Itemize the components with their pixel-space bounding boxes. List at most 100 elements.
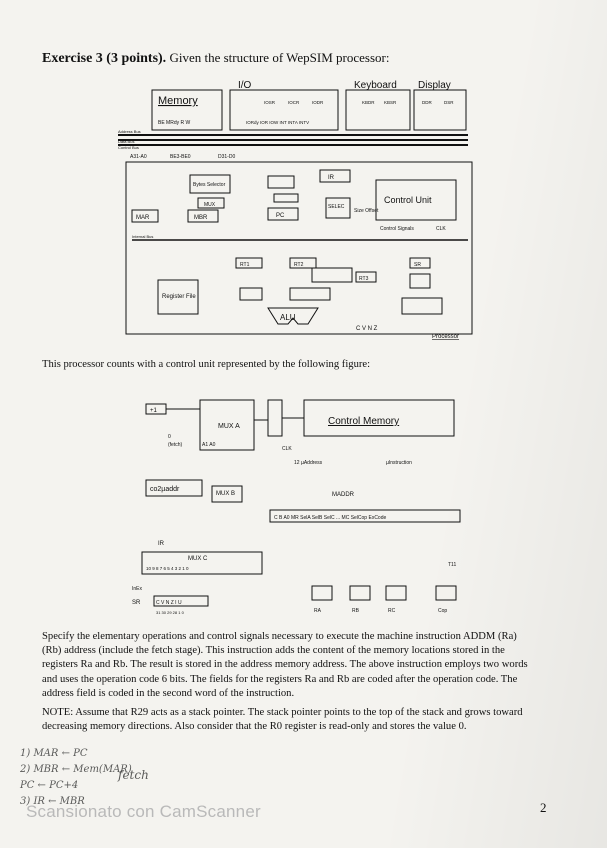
mux-rc bbox=[385, 585, 407, 601]
a1a0-label: A1 A0 bbox=[202, 442, 216, 448]
co2uaddr-block bbox=[145, 479, 203, 497]
mux-cop bbox=[435, 585, 457, 601]
mux-a-label: MUX A bbox=[218, 423, 240, 430]
sr-bits: C V N Z I U bbox=[156, 600, 182, 606]
register-file-block bbox=[157, 279, 199, 315]
co2uaddr-label: co2µaddr bbox=[150, 486, 180, 493]
processor-label: Processor bbox=[432, 334, 459, 340]
control-bus-label: Control Bus bbox=[118, 145, 139, 150]
mux-a-block bbox=[199, 399, 255, 451]
io-reg-2: IODR bbox=[312, 100, 324, 105]
mux-m7-block bbox=[409, 273, 431, 289]
control-unit-label: Control Unit bbox=[384, 195, 432, 205]
memory-block bbox=[151, 89, 223, 131]
exercise-intro: Given the structure of WepSIM processor: bbox=[169, 50, 390, 65]
note-line-1: NOTE: Assume that R29 acts as a stack po… bbox=[42, 707, 523, 718]
task-line-1: Specify the elementary operations and co… bbox=[42, 631, 517, 642]
mem-signals: BE MRdy R W bbox=[158, 120, 191, 126]
mux-m1-block bbox=[197, 197, 225, 209]
note-line-2: decreasing memory directions. Also consi… bbox=[42, 721, 467, 733]
io-signals: IORdy IOR IOW INT INTA INTV bbox=[246, 120, 309, 125]
uinstruction-label: µInstruction bbox=[386, 460, 412, 466]
out-cop: Cop bbox=[438, 608, 447, 614]
internal-bus-label: Internal Bus bbox=[132, 234, 153, 239]
sr-bit-numbers: 31 30 29 28 1 0 bbox=[156, 610, 185, 615]
selec-ir-block bbox=[325, 197, 351, 219]
mux-b-label: MUX B bbox=[216, 491, 235, 497]
register-file-label: Register File bbox=[162, 294, 196, 300]
io-label: I/O bbox=[238, 80, 252, 91]
sr-block bbox=[153, 595, 209, 607]
pc-label: PC bbox=[276, 213, 285, 219]
bytes-selector-block bbox=[189, 174, 231, 194]
disp-reg-0: DDR bbox=[422, 100, 432, 105]
data-range: D31-D0 bbox=[218, 154, 235, 160]
paragraph-control-unit: This processor counts with a control uni… bbox=[42, 359, 371, 370]
kb-reg-0: KBDR bbox=[362, 100, 375, 105]
page-number: 2 bbox=[540, 800, 547, 815]
rt1-block bbox=[235, 257, 263, 269]
inex-label: InEx bbox=[132, 586, 143, 592]
sr-label: SR bbox=[132, 600, 141, 606]
control-unit-block bbox=[375, 179, 457, 221]
size-offset-label: Size Offset bbox=[354, 208, 379, 214]
plus-one-label: +1 bbox=[150, 408, 158, 414]
task-line-2: (Rb) address (include the fetch stage). … bbox=[42, 645, 505, 657]
io-reg-0: IOSR bbox=[264, 100, 276, 105]
uaddress-label: 12 µAddress bbox=[294, 460, 323, 466]
display-block bbox=[413, 89, 467, 131]
clk-label: CLK bbox=[282, 446, 292, 452]
mux-c-inputs: 10 9 8 7 6 5 4 3 2 1 0 bbox=[146, 566, 189, 571]
sr-label: SR bbox=[414, 262, 421, 268]
task-paragraph: Specify the elementary operations and co… bbox=[42, 630, 554, 701]
uinstruction-register bbox=[269, 509, 461, 523]
bytes-selector-label: Bytes Selector bbox=[193, 182, 226, 188]
mux-ma-block bbox=[239, 287, 263, 301]
io-block bbox=[229, 89, 339, 131]
selec-selp-block bbox=[401, 297, 443, 315]
mar-block bbox=[131, 209, 159, 223]
plus4-block bbox=[267, 175, 295, 189]
maddr-label: MADDR bbox=[332, 492, 355, 498]
handwritten-note-3: PC ← PC+4 bbox=[20, 780, 79, 791]
selec-label: SELEC bbox=[328, 204, 345, 210]
clk-label: CLK bbox=[436, 226, 446, 232]
out-rc: RC bbox=[388, 608, 396, 614]
rt2-block bbox=[289, 257, 317, 269]
keyboard-block bbox=[345, 89, 411, 131]
handwritten-note-2: 2) MBR ← Mem(MAR) bbox=[20, 764, 132, 775]
disp-reg-1: DSR bbox=[444, 100, 454, 105]
camscanner-watermark: Scansionato con CamScanner bbox=[26, 802, 261, 821]
mux-ra bbox=[311, 585, 333, 601]
fetch-label: (fetch) bbox=[168, 442, 183, 448]
mux-c-label: MUX C bbox=[188, 556, 208, 562]
address-bus-label: Address Bus bbox=[118, 129, 141, 134]
display-label: Display bbox=[418, 80, 451, 91]
handwritten-fetch: fetch bbox=[118, 768, 149, 782]
constants-block bbox=[311, 267, 353, 283]
flags-label: C V N Z bbox=[356, 326, 378, 332]
mux-rb bbox=[349, 585, 371, 601]
be-range: BE3-BE0 bbox=[170, 154, 191, 160]
task-line-3: registers Ra and Rb. The result is store… bbox=[42, 659, 528, 671]
fetch-zero: 0 bbox=[168, 434, 171, 440]
sr-block bbox=[409, 257, 431, 269]
control-unit-diagram: +1 MUX A A1 A0 0 (fetch) Control Memory … bbox=[132, 399, 461, 615]
exercise-label: Exercise 3 (3 points). bbox=[42, 51, 167, 66]
out-ra: RA bbox=[314, 608, 322, 614]
task-line-4: and uses the operation code 6 bits. The … bbox=[42, 673, 518, 685]
exercise-heading: Exercise 3 (3 points). Given the structu… bbox=[42, 50, 582, 67]
rt1-label: RT1 bbox=[240, 262, 250, 268]
rt3-label: RT3 bbox=[359, 276, 369, 282]
mux-label: MUX bbox=[204, 202, 216, 208]
control-memory-label: Control Memory bbox=[328, 416, 399, 427]
out-rb: RB bbox=[352, 608, 360, 614]
note-paragraph: NOTE: Assume that R29 acts as a stack po… bbox=[42, 706, 554, 734]
wepsim-processor-diagram: Memory I/O Keyboard Display BE MRdy R W … bbox=[118, 80, 473, 340]
io-reg-1: IOCR bbox=[288, 100, 300, 105]
ir-block bbox=[319, 169, 351, 183]
rt3-block bbox=[355, 271, 377, 283]
alu-block bbox=[267, 307, 319, 325]
keyboard-label: Keyboard bbox=[354, 80, 397, 91]
alu-label: ALU bbox=[280, 313, 296, 322]
